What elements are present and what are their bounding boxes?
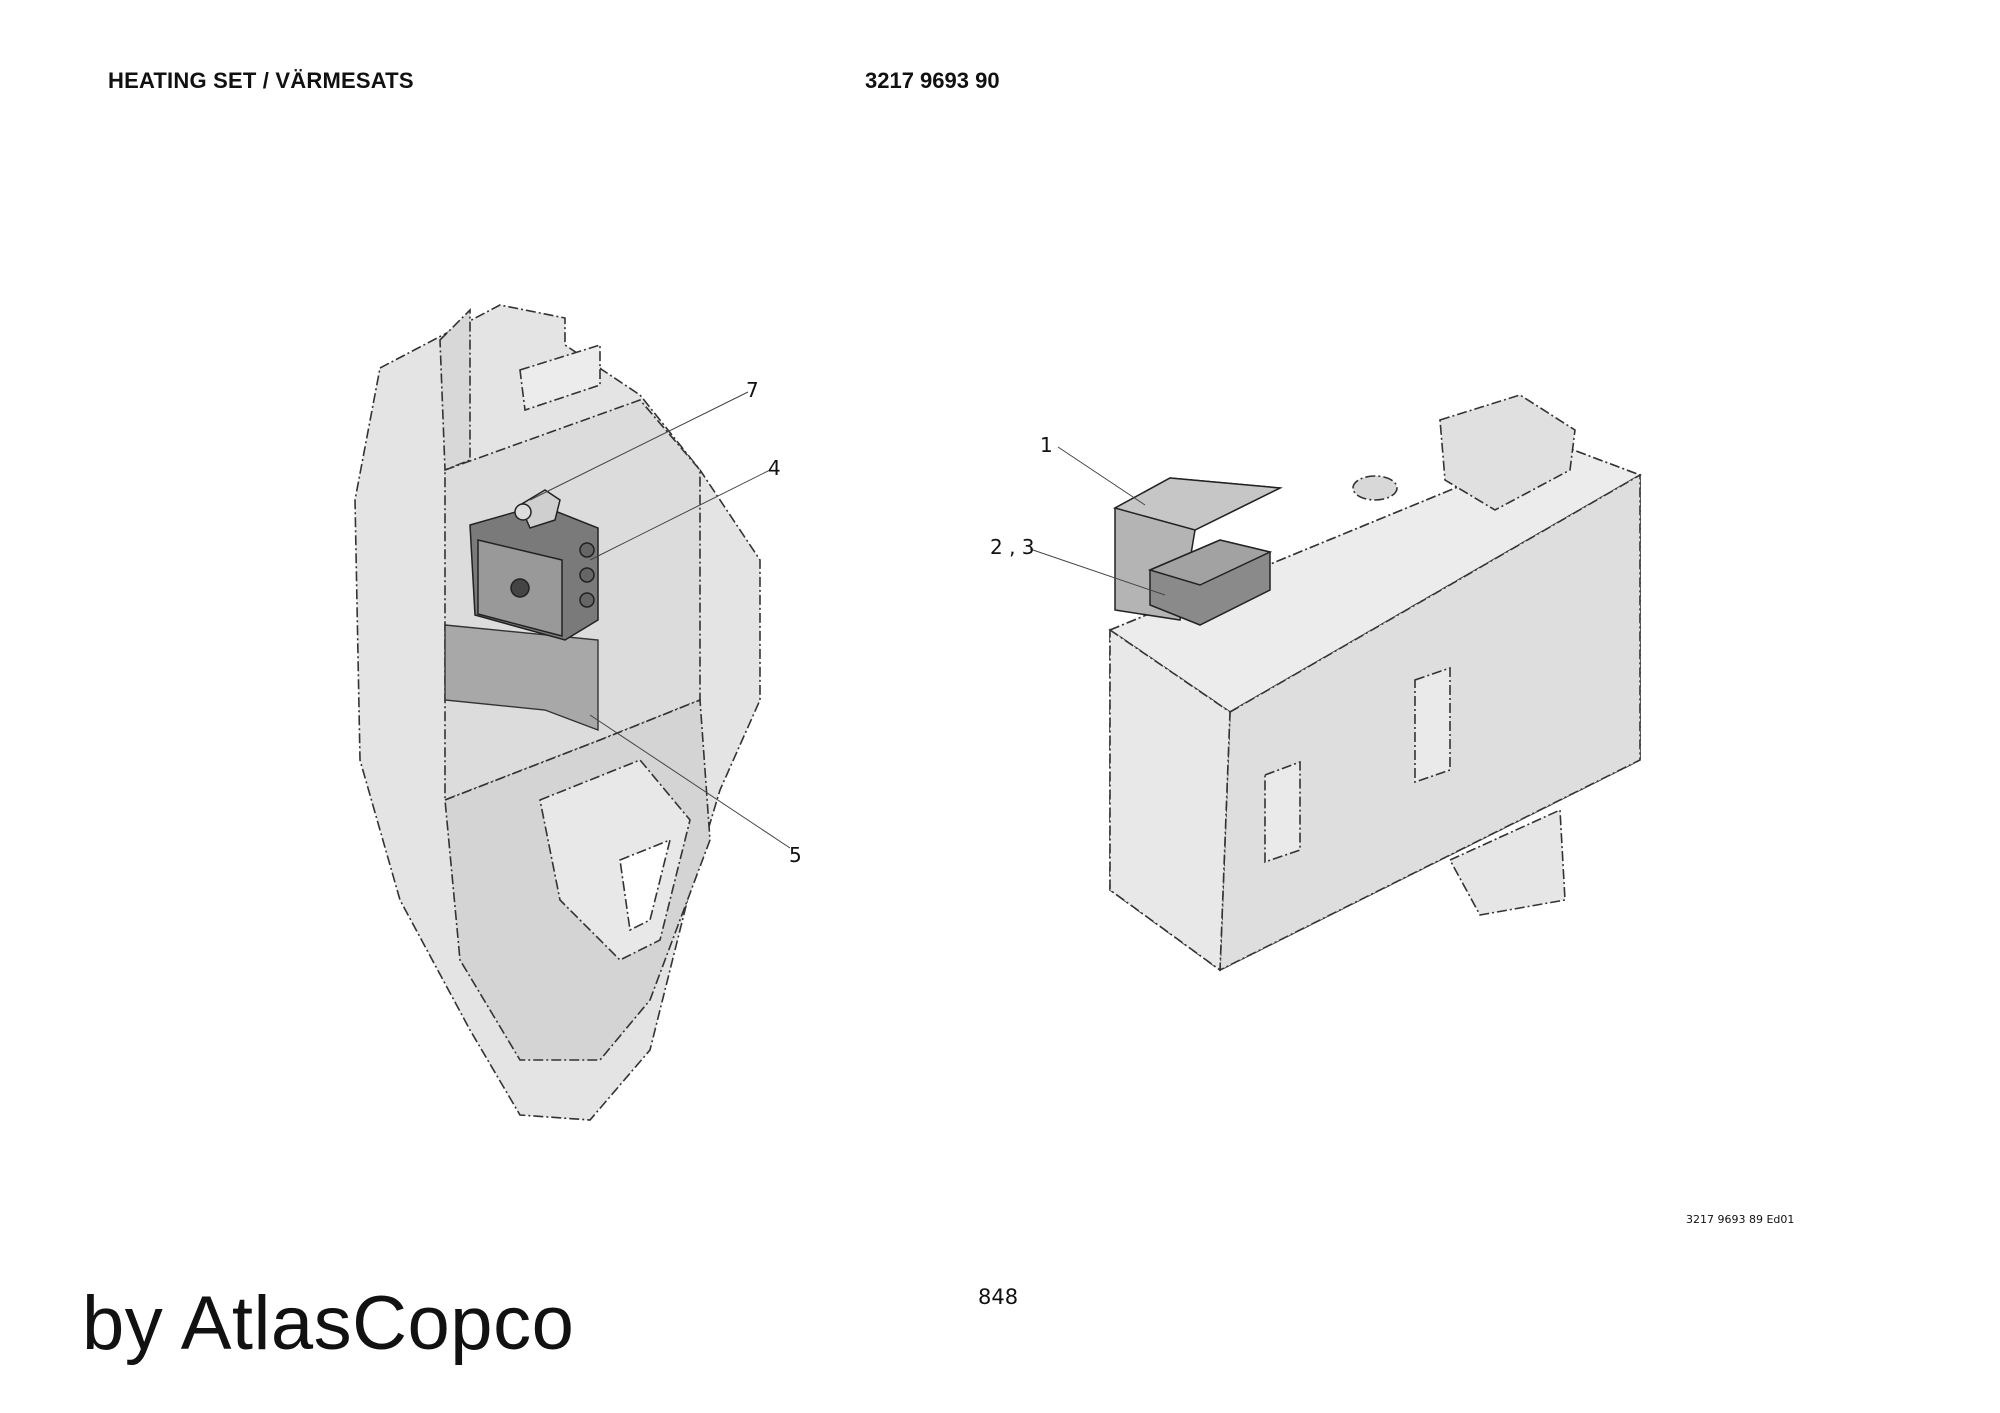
page-number: 848 bbox=[978, 1285, 1019, 1309]
callout-1: 1 bbox=[1040, 433, 1053, 457]
leader-lines bbox=[529, 391, 1166, 849]
switch-box bbox=[469, 489, 599, 641]
heater-unit bbox=[1147, 539, 1273, 626]
callout-4: 4 bbox=[768, 456, 781, 480]
part-number: 3217 9693 90 bbox=[865, 68, 1000, 93]
callout-7: 7 bbox=[746, 378, 759, 402]
page-title: HEATING SET / VÄRMESATS bbox=[108, 68, 414, 93]
brand-watermark: by AtlasCopco bbox=[82, 1281, 575, 1366]
document-reference: 3217 9693 89 Ed01 bbox=[1686, 1213, 1795, 1226]
callout-5: 5 bbox=[789, 843, 802, 867]
mounting-plate bbox=[444, 624, 599, 732]
callout-2-3: 2 , 3 bbox=[990, 535, 1035, 559]
